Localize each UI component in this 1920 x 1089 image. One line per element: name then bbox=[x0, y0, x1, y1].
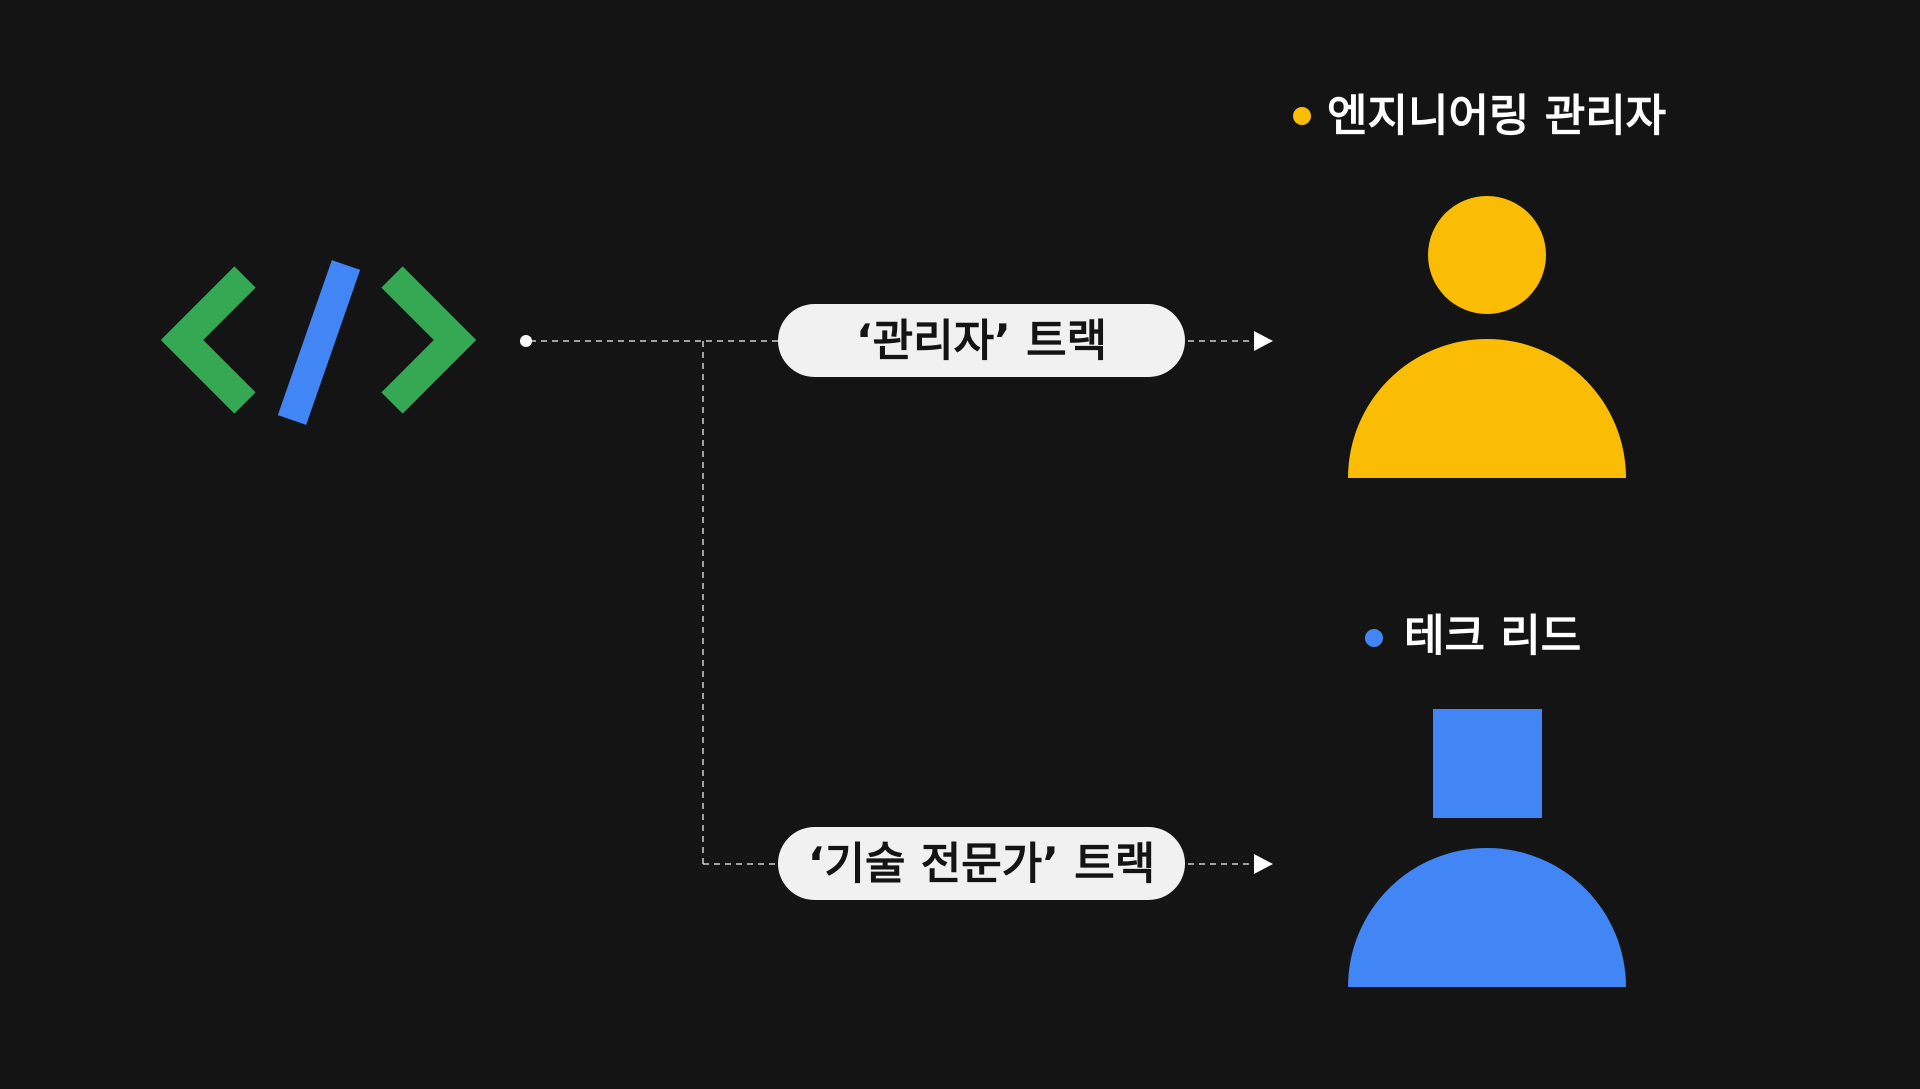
person-circle-head-icon bbox=[1348, 196, 1626, 478]
person-square-head-icon bbox=[1348, 709, 1626, 987]
role-label: 테크 리드 bbox=[1404, 611, 1581, 662]
pill-shape bbox=[778, 304, 1185, 377]
pill-shape bbox=[778, 827, 1185, 900]
role-tech-lead: 테크 리드 bbox=[1348, 611, 1626, 987]
role-label: 엔지니어링 관리자 bbox=[1327, 91, 1666, 142]
person-head bbox=[1428, 196, 1546, 314]
slash bbox=[277, 260, 361, 425]
arrow-head-expert bbox=[1254, 854, 1273, 874]
left-angle-bracket bbox=[160, 266, 256, 414]
manager-track-label: ‘관리자’ 트랙 bbox=[856, 316, 1107, 367]
person-body bbox=[1348, 339, 1626, 478]
role-bullet bbox=[1365, 629, 1383, 647]
manager-track-pill: ‘관리자’ 트랙 bbox=[778, 304, 1185, 377]
connector-start-dot bbox=[520, 335, 532, 347]
right-angle-bracket bbox=[381, 266, 477, 414]
arrow-head-manager bbox=[1254, 331, 1273, 351]
role-bullet bbox=[1293, 107, 1311, 125]
expert-track-pill: ‘기술 전문가’ 트랙 bbox=[778, 827, 1185, 900]
role-engineering-manager: 엔지니어링 관리자 bbox=[1293, 91, 1666, 478]
code-brackets-icon bbox=[160, 260, 477, 425]
person-body bbox=[1348, 848, 1626, 987]
connectors bbox=[530, 340, 1255, 865]
expert-track-label: ‘기술 전문가’ 트랙 bbox=[808, 839, 1155, 890]
person-head bbox=[1433, 709, 1542, 818]
